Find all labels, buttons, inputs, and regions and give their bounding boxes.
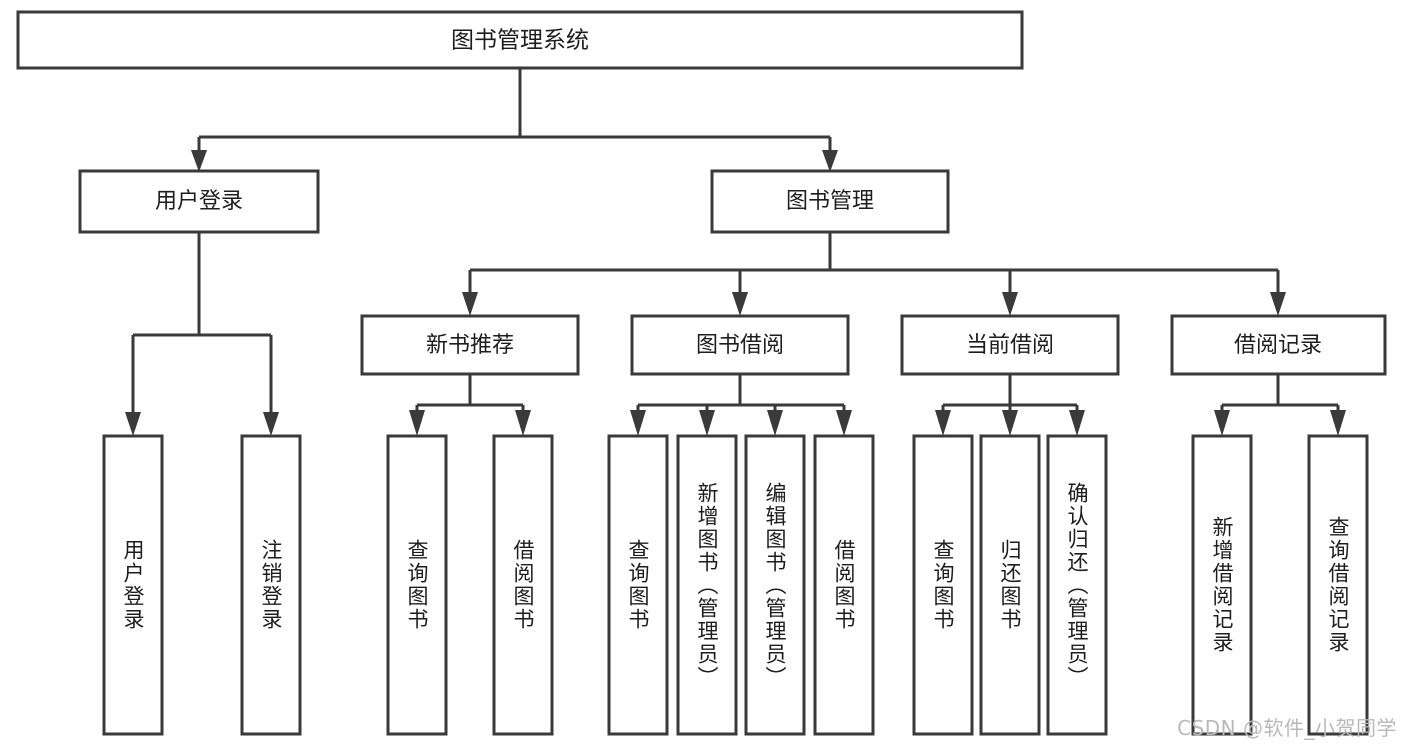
node-box-new-book-recommend[interactable] <box>360 314 580 376</box>
node-box-leaf-bb-edit-book[interactable] <box>744 434 806 736</box>
arrowhead-leaf-br-1 <box>1214 410 1230 436</box>
node-box-leaf-cb-return-book[interactable] <box>979 434 1041 736</box>
node-box-leaf-logout[interactable] <box>240 434 302 736</box>
arrowhead-user-login <box>191 150 207 172</box>
arrowhead-book-manage <box>822 150 838 172</box>
arrowhead-leaf-user-login <box>125 412 141 436</box>
node-label-borrow-record: 借阅记录 <box>1234 333 1322 358</box>
arrowhead-leaf-bb-1 <box>630 410 646 436</box>
node-label-user-login: 用户登录 <box>155 189 243 214</box>
node-label-new-book-recommend: 新书推荐 <box>426 333 514 358</box>
arrowhead-leaf-bb-4 <box>836 410 852 436</box>
node-box-book-manage[interactable] <box>710 169 950 234</box>
arrowhead-leaf-cb-2 <box>1002 410 1018 436</box>
node-box-user-login[interactable] <box>78 169 320 234</box>
node-label-book-borrow: 图书借阅 <box>696 333 784 358</box>
node-box-leaf-bb-add-book[interactable] <box>676 434 738 736</box>
arrowhead-leaf-cb-3 <box>1069 410 1085 436</box>
arrowhead-book-borrow <box>732 292 748 316</box>
node-label-book-manage: 图书管理 <box>786 189 874 214</box>
nodes-layer: 图书管理系统 用户登录 图书管理 新书推荐 图书借阅 当前借阅 借阅记录 <box>16 10 1387 736</box>
node-box-book-borrow[interactable] <box>630 314 850 376</box>
node-label-root: 图书管理系统 <box>451 28 589 54</box>
arrowhead-leaf-nb-2 <box>515 410 531 436</box>
arrowhead-leaf-bb-3 <box>767 410 783 436</box>
arrowhead-new-book <box>462 292 478 316</box>
watermark-text: CSDN @软件_小贺同学 <box>1177 716 1397 740</box>
arrowhead-leaf-cb-1 <box>935 410 951 436</box>
arrowhead-borrow-record <box>1270 292 1286 316</box>
node-box-leaf-br-add-record[interactable] <box>1191 434 1253 736</box>
arrowhead-leaf-br-2 <box>1330 410 1346 436</box>
node-box-borrow-record[interactable] <box>1170 314 1387 376</box>
node-box-leaf-br-query-record[interactable] <box>1307 434 1369 736</box>
node-box-leaf-nb-borrow-book[interactable] <box>492 434 554 736</box>
node-box-leaf-cb-query-book[interactable] <box>912 434 974 736</box>
node-box-leaf-nb-query-book[interactable] <box>386 434 448 736</box>
arrowhead-current-borrow <box>1002 292 1018 316</box>
node-box-leaf-bb-borrow-book[interactable] <box>813 434 875 736</box>
node-box-leaf-user-login[interactable] <box>102 434 164 736</box>
arrowhead-leaf-logout <box>263 412 279 436</box>
connectors-layer <box>125 68 1346 436</box>
node-label-current-borrow: 当前借阅 <box>966 333 1054 358</box>
arrowhead-leaf-nb-1 <box>409 410 425 436</box>
node-box-current-borrow[interactable] <box>900 314 1120 376</box>
node-box-leaf-bb-query-book[interactable] <box>607 434 669 736</box>
arrowhead-leaf-bb-2 <box>699 410 715 436</box>
node-box-leaf-cb-confirm-return[interactable] <box>1046 434 1108 736</box>
node-box-root[interactable] <box>16 10 1024 70</box>
